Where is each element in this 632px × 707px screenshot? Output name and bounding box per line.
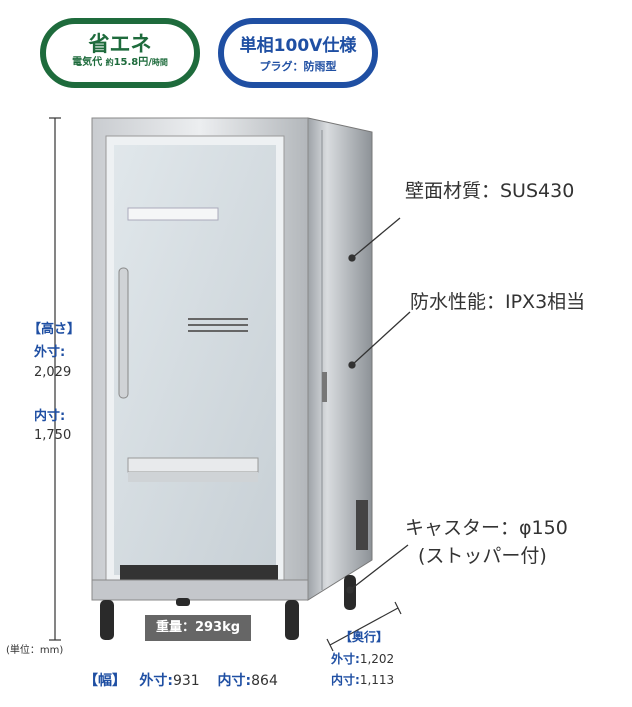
depth-inner-label: 内寸:: [331, 673, 360, 687]
unit-note: (単位：mm): [6, 645, 64, 656]
power-badge-subtitle: プラグ：防雨型: [259, 60, 337, 73]
energy-badge-title: 省エネ: [88, 32, 152, 56]
width-title: 【幅】: [84, 673, 126, 689]
depth-outer-value: 1,202: [359, 652, 395, 666]
power-spec-badge: 単相100V仕様 プラグ：防雨型: [218, 18, 378, 88]
height-dimension-line: [49, 117, 61, 641]
width-inner-value: 864: [251, 673, 278, 689]
depth-inner-value: 1,113: [359, 673, 395, 687]
height-outer-value: 2,029: [34, 365, 72, 380]
wall-material-label: 壁面材質：SUS430: [405, 180, 575, 202]
energy-cost-label: 電気代: [72, 57, 103, 68]
depth-outer-label: 外寸:: [331, 652, 360, 666]
energy-saving-badge: 省エネ 電気代 約15.8円/時間: [40, 18, 200, 88]
depth-inner: 内寸:1,113: [331, 671, 394, 688]
width-inner-label: 内寸:: [217, 673, 252, 689]
side-vent: [356, 500, 368, 550]
energy-approx: 約: [105, 58, 114, 67]
height-title: 【高さ】: [28, 322, 81, 337]
caster-note: (ストッパー付): [418, 545, 547, 567]
height-inner-value: 1,750: [34, 428, 72, 443]
caster-wheels: [100, 575, 356, 640]
width-outer-value: 931: [172, 673, 200, 689]
caster-label: キャスター：φ150: [405, 517, 568, 539]
energy-cost-unit: 時間: [151, 58, 168, 67]
width-dimensions: 【幅】 外寸:931 内寸:864: [84, 670, 278, 690]
height-inner-label: 内寸:: [34, 409, 66, 424]
callout-lines: [346, 217, 411, 594]
energy-badge-cost: 電気代 約15.8円/時間: [46, 56, 194, 70]
door-handle: [118, 267, 129, 399]
power-badge-title: 単相100V仕様: [239, 36, 357, 56]
depth-dimension-line: [326, 601, 402, 652]
weight-label: 重量：293kg: [145, 615, 251, 641]
waterproof-label: 防水性能：IPX3相当: [410, 291, 586, 313]
width-outer-label: 外寸:: [139, 673, 173, 689]
depth-title: 【奥行】: [340, 630, 389, 644]
depth-outer: 外寸:1,202: [331, 650, 394, 667]
height-outer-label: 外寸:: [34, 345, 66, 360]
floor-mat: [120, 565, 278, 580]
energy-cost-value: 15.8円/: [113, 57, 152, 68]
